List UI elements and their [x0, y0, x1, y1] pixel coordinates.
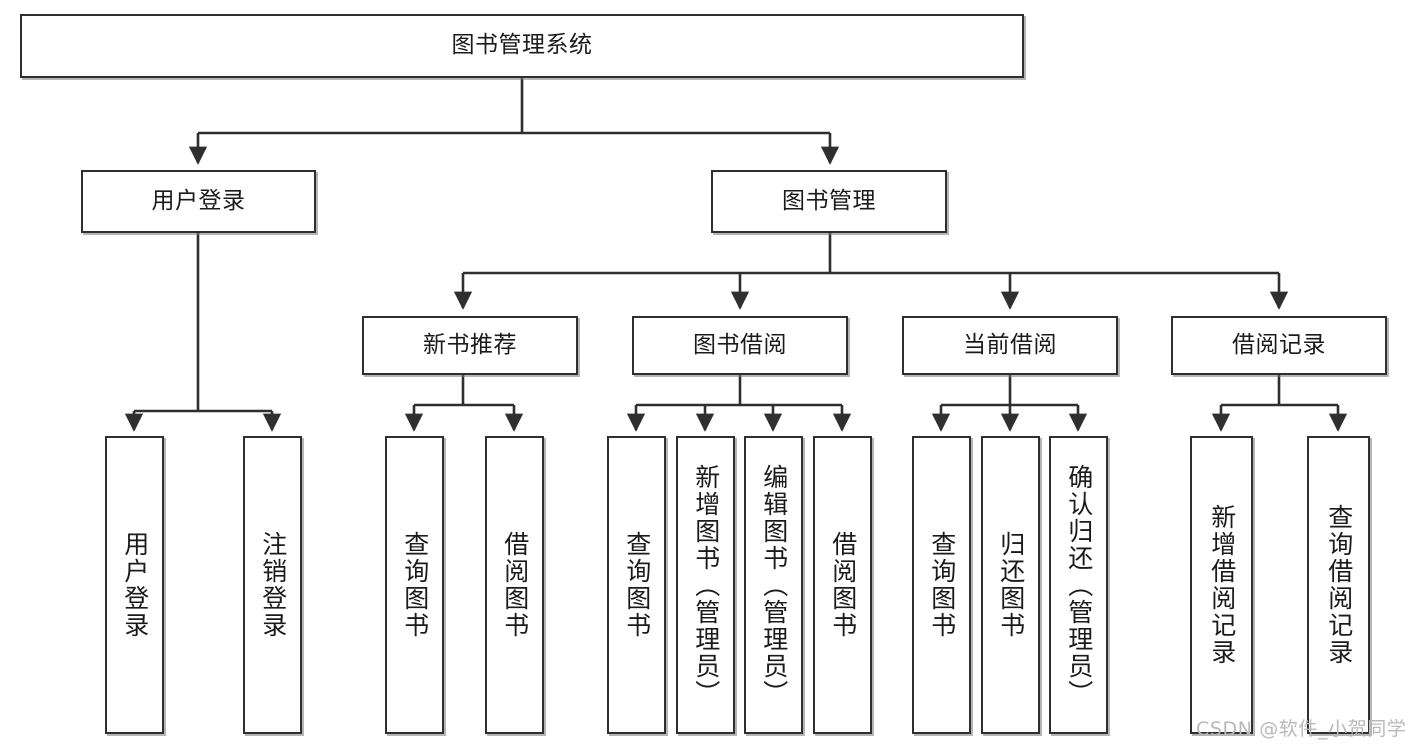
node-leaf-return-book[interactable]: 归还图书	[981, 436, 1040, 734]
node-leaf-query-record[interactable]: 查询借阅记录	[1307, 436, 1370, 734]
node-book-management-label: 图书管理	[782, 187, 876, 214]
node-leaf-borrow-book-1[interactable]: 借阅图书	[485, 436, 544, 734]
node-book-management[interactable]: 图书管理	[711, 170, 947, 233]
node-leaf-query-book-2-label: 查询图书	[622, 531, 652, 639]
node-book-borrow-label: 图书借阅	[693, 331, 787, 358]
node-leaf-edit-book[interactable]: 编辑图书（管理员）	[744, 436, 803, 734]
csdn-watermark: CSDN @软件_小贺同学	[1196, 718, 1405, 740]
node-current-borrow[interactable]: 当前借阅	[902, 316, 1118, 375]
node-borrow-record[interactable]: 借阅记录	[1171, 316, 1387, 375]
node-new-book-recommend[interactable]: 新书推荐	[362, 316, 578, 375]
node-leaf-edit-book-label: 编辑图书（管理员）	[759, 463, 789, 707]
node-leaf-add-record-label: 新增借阅记录	[1207, 504, 1237, 666]
node-user-login-label: 用户登录	[151, 187, 246, 214]
node-leaf-confirm-return[interactable]: 确认归还（管理员）	[1049, 436, 1108, 734]
node-new-book-recommend-label: 新书推荐	[423, 331, 517, 358]
node-current-borrow-label: 当前借阅	[963, 331, 1057, 358]
node-leaf-add-book-label: 新增图书（管理员）	[691, 463, 721, 707]
node-leaf-logout[interactable]: 注销登录	[243, 436, 302, 734]
node-leaf-confirm-return-label: 确认归还（管理员）	[1064, 463, 1094, 707]
node-leaf-borrow-book-1-label: 借阅图书	[500, 531, 530, 639]
node-leaf-borrow-book-2-label: 借阅图书	[828, 531, 858, 639]
node-leaf-add-record[interactable]: 新增借阅记录	[1190, 436, 1253, 734]
node-leaf-return-book-label: 归还图书	[996, 531, 1026, 639]
node-leaf-query-book-1[interactable]: 查询图书	[385, 436, 444, 734]
node-leaf-borrow-book-2[interactable]: 借阅图书	[813, 436, 872, 734]
node-leaf-query-book-3[interactable]: 查询图书	[912, 436, 971, 734]
node-title-label: 图书管理系统	[451, 32, 593, 59]
node-book-borrow[interactable]: 图书借阅	[632, 316, 848, 375]
node-leaf-user-login[interactable]: 用户登录	[105, 436, 164, 734]
node-leaf-query-book-2[interactable]: 查询图书	[607, 436, 666, 734]
node-leaf-add-book[interactable]: 新增图书（管理员）	[676, 436, 735, 734]
node-title[interactable]: 图书管理系统	[20, 14, 1024, 78]
node-leaf-logout-label: 注销登录	[258, 531, 288, 639]
node-leaf-query-book-1-label: 查询图书	[400, 531, 430, 639]
node-leaf-query-book-3-label: 查询图书	[927, 531, 957, 639]
node-leaf-query-record-label: 查询借阅记录	[1324, 504, 1354, 666]
node-borrow-record-label: 借阅记录	[1232, 331, 1326, 358]
node-user-login[interactable]: 用户登录	[81, 170, 316, 233]
node-leaf-user-login-label: 用户登录	[120, 531, 150, 639]
